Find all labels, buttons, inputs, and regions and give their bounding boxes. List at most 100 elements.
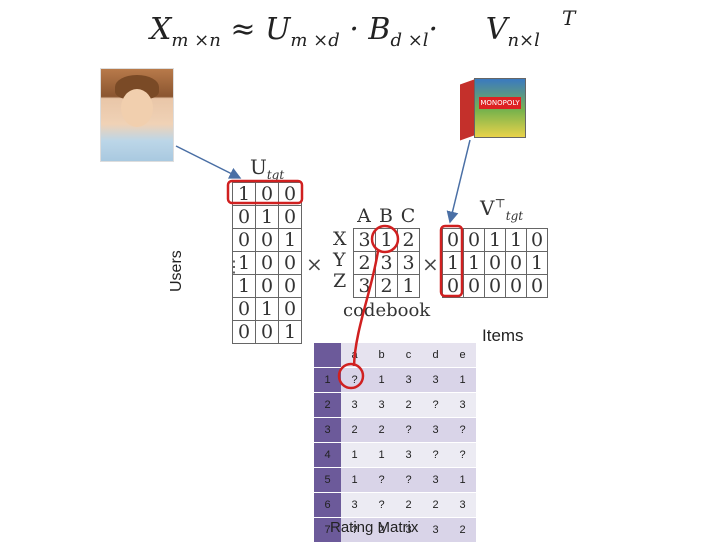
- u-matrix-cell: 1: [278, 320, 302, 344]
- v-matrix-cell: 0: [442, 274, 464, 298]
- items-label: Items: [482, 326, 524, 345]
- item-photo: MONOPOLY: [458, 74, 528, 141]
- rating-cell: 2: [341, 417, 368, 443]
- formula-b-sub: d ×l: [390, 30, 429, 51]
- rating-cell: 2: [449, 517, 476, 543]
- rating-cell: ?: [395, 467, 422, 493]
- rating-column-header: b: [368, 343, 395, 368]
- formula-u: U: [265, 12, 291, 47]
- v-matrix-cell: 0: [526, 274, 548, 298]
- formula-b: B: [368, 12, 391, 47]
- rating-cell: 3: [368, 392, 395, 418]
- rating-cell: 3: [422, 517, 449, 543]
- rating-row-header: 7: [314, 517, 341, 543]
- v-matrix-cell: 0: [442, 228, 464, 252]
- rating-cell: 3: [422, 467, 449, 493]
- rating-cell: ?: [422, 442, 449, 468]
- rating-cell: 3: [395, 367, 422, 393]
- rating-cell: 3: [449, 492, 476, 518]
- rating-row-header: 6: [314, 492, 341, 518]
- rating-cell: 3: [395, 442, 422, 468]
- item-to-v-arrow: [446, 139, 471, 224]
- u-matrix-cell: 0: [255, 228, 279, 252]
- formula-v-sub: n×l: [507, 30, 540, 51]
- codebook-cell: 3: [397, 251, 420, 275]
- u-matrix-cell: 0: [278, 205, 302, 229]
- rating-row-header: 3: [314, 417, 341, 443]
- rating-cell: 1: [341, 442, 368, 468]
- rating-cell: 1: [368, 367, 395, 393]
- v-matrix-cell: 0: [463, 228, 485, 252]
- rating-cell: 3: [341, 392, 368, 418]
- ellipsis-mark: ⋮: [226, 257, 242, 276]
- u-matrix-cell: 0: [278, 251, 302, 275]
- codebook-row-header: Y: [333, 249, 346, 271]
- u-matrix-cell: 0: [255, 251, 279, 275]
- rating-column-header: c: [395, 343, 422, 368]
- rating-cell: 2: [368, 417, 395, 443]
- rating-row-header: 1: [314, 367, 341, 393]
- rating-cell: 3: [449, 392, 476, 418]
- v-matrix-cell: 1: [526, 251, 548, 275]
- rating-cell: 1: [449, 367, 476, 393]
- user-to-u-arrow: [175, 145, 242, 179]
- u-matrix-cell: 1: [255, 297, 279, 321]
- rating-cell: 3: [341, 492, 368, 518]
- codebook-cell: 1: [397, 274, 420, 298]
- rating-cell: 2: [368, 517, 395, 543]
- rating-row-header: 2: [314, 392, 341, 418]
- v-matrix-label: V⊤tgt: [480, 196, 524, 223]
- u-matrix-cell: 0: [255, 320, 279, 344]
- rating-cell: 1: [449, 467, 476, 493]
- u-matrix-cell: 0: [255, 274, 279, 298]
- rating-cell: 2: [395, 492, 422, 518]
- codebook-row-header: X: [333, 228, 347, 250]
- v-matrix-cell: 0: [505, 274, 527, 298]
- u-matrix-cell: 0: [232, 228, 256, 252]
- times-operator-2: ×: [422, 252, 439, 276]
- formula-dot-2: ·: [428, 12, 439, 47]
- rating-cell: ?: [449, 417, 476, 443]
- user-photo: [100, 68, 174, 162]
- v-matrix-cell: 0: [484, 274, 506, 298]
- v-matrix-cell: 0: [463, 274, 485, 298]
- rating-row-header: 5: [314, 467, 341, 493]
- codebook-col-header: C: [400, 205, 416, 227]
- rating-cell: ?: [395, 417, 422, 443]
- u-row-highlight: [226, 179, 304, 205]
- u-matrix-cell: 0: [232, 205, 256, 229]
- codebook-cell-highlight: [370, 224, 400, 254]
- u-matrix-cell: 0: [278, 274, 302, 298]
- rating-cell: 1: [341, 467, 368, 493]
- rating-matrix-caption: Rating Matrix: [330, 519, 419, 536]
- v-matrix-cell: 1: [484, 228, 506, 252]
- factorization-formula: Xm ×n ≈ Um ×d · Bd ×l· Vn×l T: [150, 6, 575, 51]
- v-matrix-cell: 1: [442, 251, 464, 275]
- v-column-highlight: [439, 224, 464, 298]
- rating-cell: 1: [368, 442, 395, 468]
- u-matrix-label: Utgt: [250, 155, 285, 182]
- rating-column-header: d: [422, 343, 449, 368]
- v-matrix-cell: 0: [526, 228, 548, 252]
- codebook-col-header: B: [379, 205, 393, 227]
- rating-cell-highlight: [337, 362, 365, 390]
- times-operator-1: ×: [306, 252, 323, 276]
- formula-approx: ≈: [230, 12, 256, 47]
- codebook-to-rating-link: [352, 250, 380, 367]
- rating-cell: ?: [368, 492, 395, 518]
